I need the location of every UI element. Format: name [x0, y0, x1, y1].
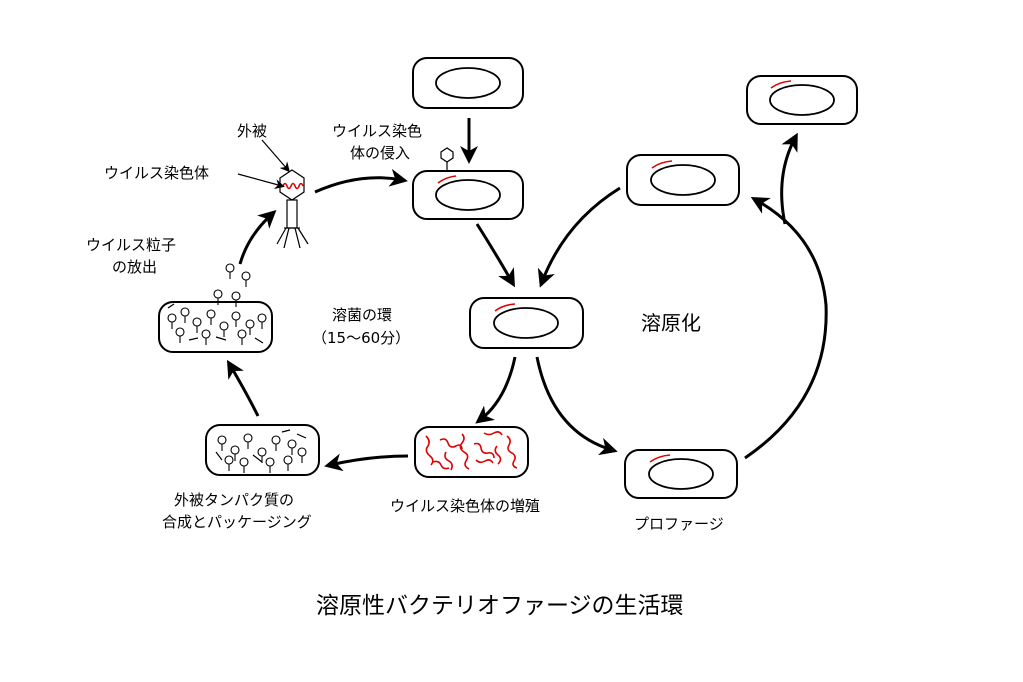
- label-replication: ウイルス染色体の増殖: [390, 497, 540, 515]
- cell-lysogen-upper: [626, 154, 740, 206]
- capsid-pointer: [261, 139, 290, 173]
- arrow-phage-to-cell: [314, 168, 408, 194]
- label-assembly-1: 外被タンパク質の: [174, 491, 294, 509]
- arrow-lysis-to-release: [238, 209, 277, 265]
- cell-lysis: [158, 301, 273, 353]
- arrow-center-to-prophage: [535, 356, 618, 456]
- arrow-to-daughter: [780, 132, 798, 225]
- arrow-infected-to-center: [475, 223, 515, 288]
- cell-center: [469, 297, 584, 349]
- label-injection-1: ウイルス染色: [332, 122, 422, 140]
- arrow-replication-to-assembly: [324, 453, 409, 472]
- cell-daughter: [746, 75, 858, 125]
- cell-replication: [414, 426, 529, 478]
- arrow-center-to-replication: [475, 356, 517, 424]
- diagram-title: 溶原性バクテリオファージの生活環: [316, 593, 684, 619]
- label-injection-2: 体の侵入: [350, 144, 410, 162]
- mature-phages: [167, 303, 267, 346]
- arrow-assembly-to-lysis: [226, 359, 260, 417]
- label-assembly-2: 合成とパッケージング: [162, 513, 312, 531]
- cell-infected: [412, 147, 524, 220]
- cell-assembly: [205, 424, 320, 476]
- arrow-lysogen-to-center: [537, 186, 621, 288]
- replicated-dna: [425, 431, 518, 471]
- label-viral-dna: ウイルス染色体: [104, 164, 209, 182]
- label-lytic-2: （15〜60分）: [312, 329, 410, 347]
- released-phages: [213, 263, 251, 308]
- label-lytic-1: 溶菌の環: [332, 306, 392, 324]
- assembling-phages: [215, 429, 307, 474]
- label-capsid: 外被: [237, 122, 267, 140]
- cell-prophage: [624, 449, 738, 499]
- label-release-2: の放出: [112, 258, 157, 276]
- label-release-1: ウイルス粒子: [86, 236, 176, 254]
- arrow-prophage-to-lysogen: [744, 197, 828, 460]
- dna-pointer: [237, 173, 285, 189]
- attached-phage-icon: [440, 147, 454, 171]
- cell-top: [412, 57, 524, 109]
- label-lysogeny: 溶原化: [641, 311, 701, 335]
- bacteriophage-icon: [276, 169, 309, 249]
- label-prophage: プロファージ: [634, 515, 724, 533]
